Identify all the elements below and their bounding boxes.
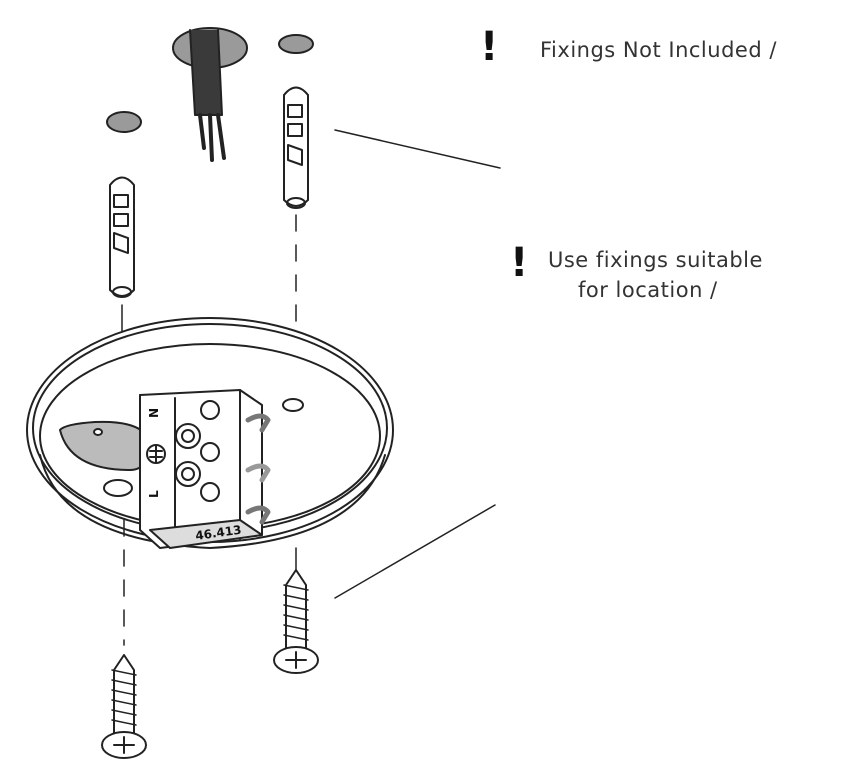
wall-plug-left — [109, 176, 135, 341]
mains-cable — [189, 29, 226, 162]
leader-line-top — [334, 129, 501, 169]
drill-hole-left — [106, 111, 142, 133]
drill-hole-right — [278, 34, 314, 54]
wall-plug-right — [283, 86, 309, 331]
warning-icon: ! — [510, 240, 529, 286]
warning-icon: ! — [480, 24, 499, 70]
use-fixings-note: ! Use fixings suitable for location / — [510, 240, 810, 310]
use-fixings-text-line2: for location / — [578, 278, 718, 302]
screw-left — [101, 654, 147, 759]
terminal-block — [139, 389, 271, 549]
leader-line-bottom — [334, 504, 496, 599]
use-fixings-text-line1: Use fixings suitable — [548, 248, 763, 272]
screw-right — [273, 569, 319, 674]
fixings-not-included-text: Fixings Not Included / — [540, 38, 777, 62]
fixings-not-included-note: ! Fixings Not Included / — [480, 24, 820, 80]
terminal-model-code: 46.413 — [194, 523, 242, 543]
terminal-neutral-label: N — [147, 408, 161, 418]
terminal-live-label: L — [147, 490, 161, 498]
